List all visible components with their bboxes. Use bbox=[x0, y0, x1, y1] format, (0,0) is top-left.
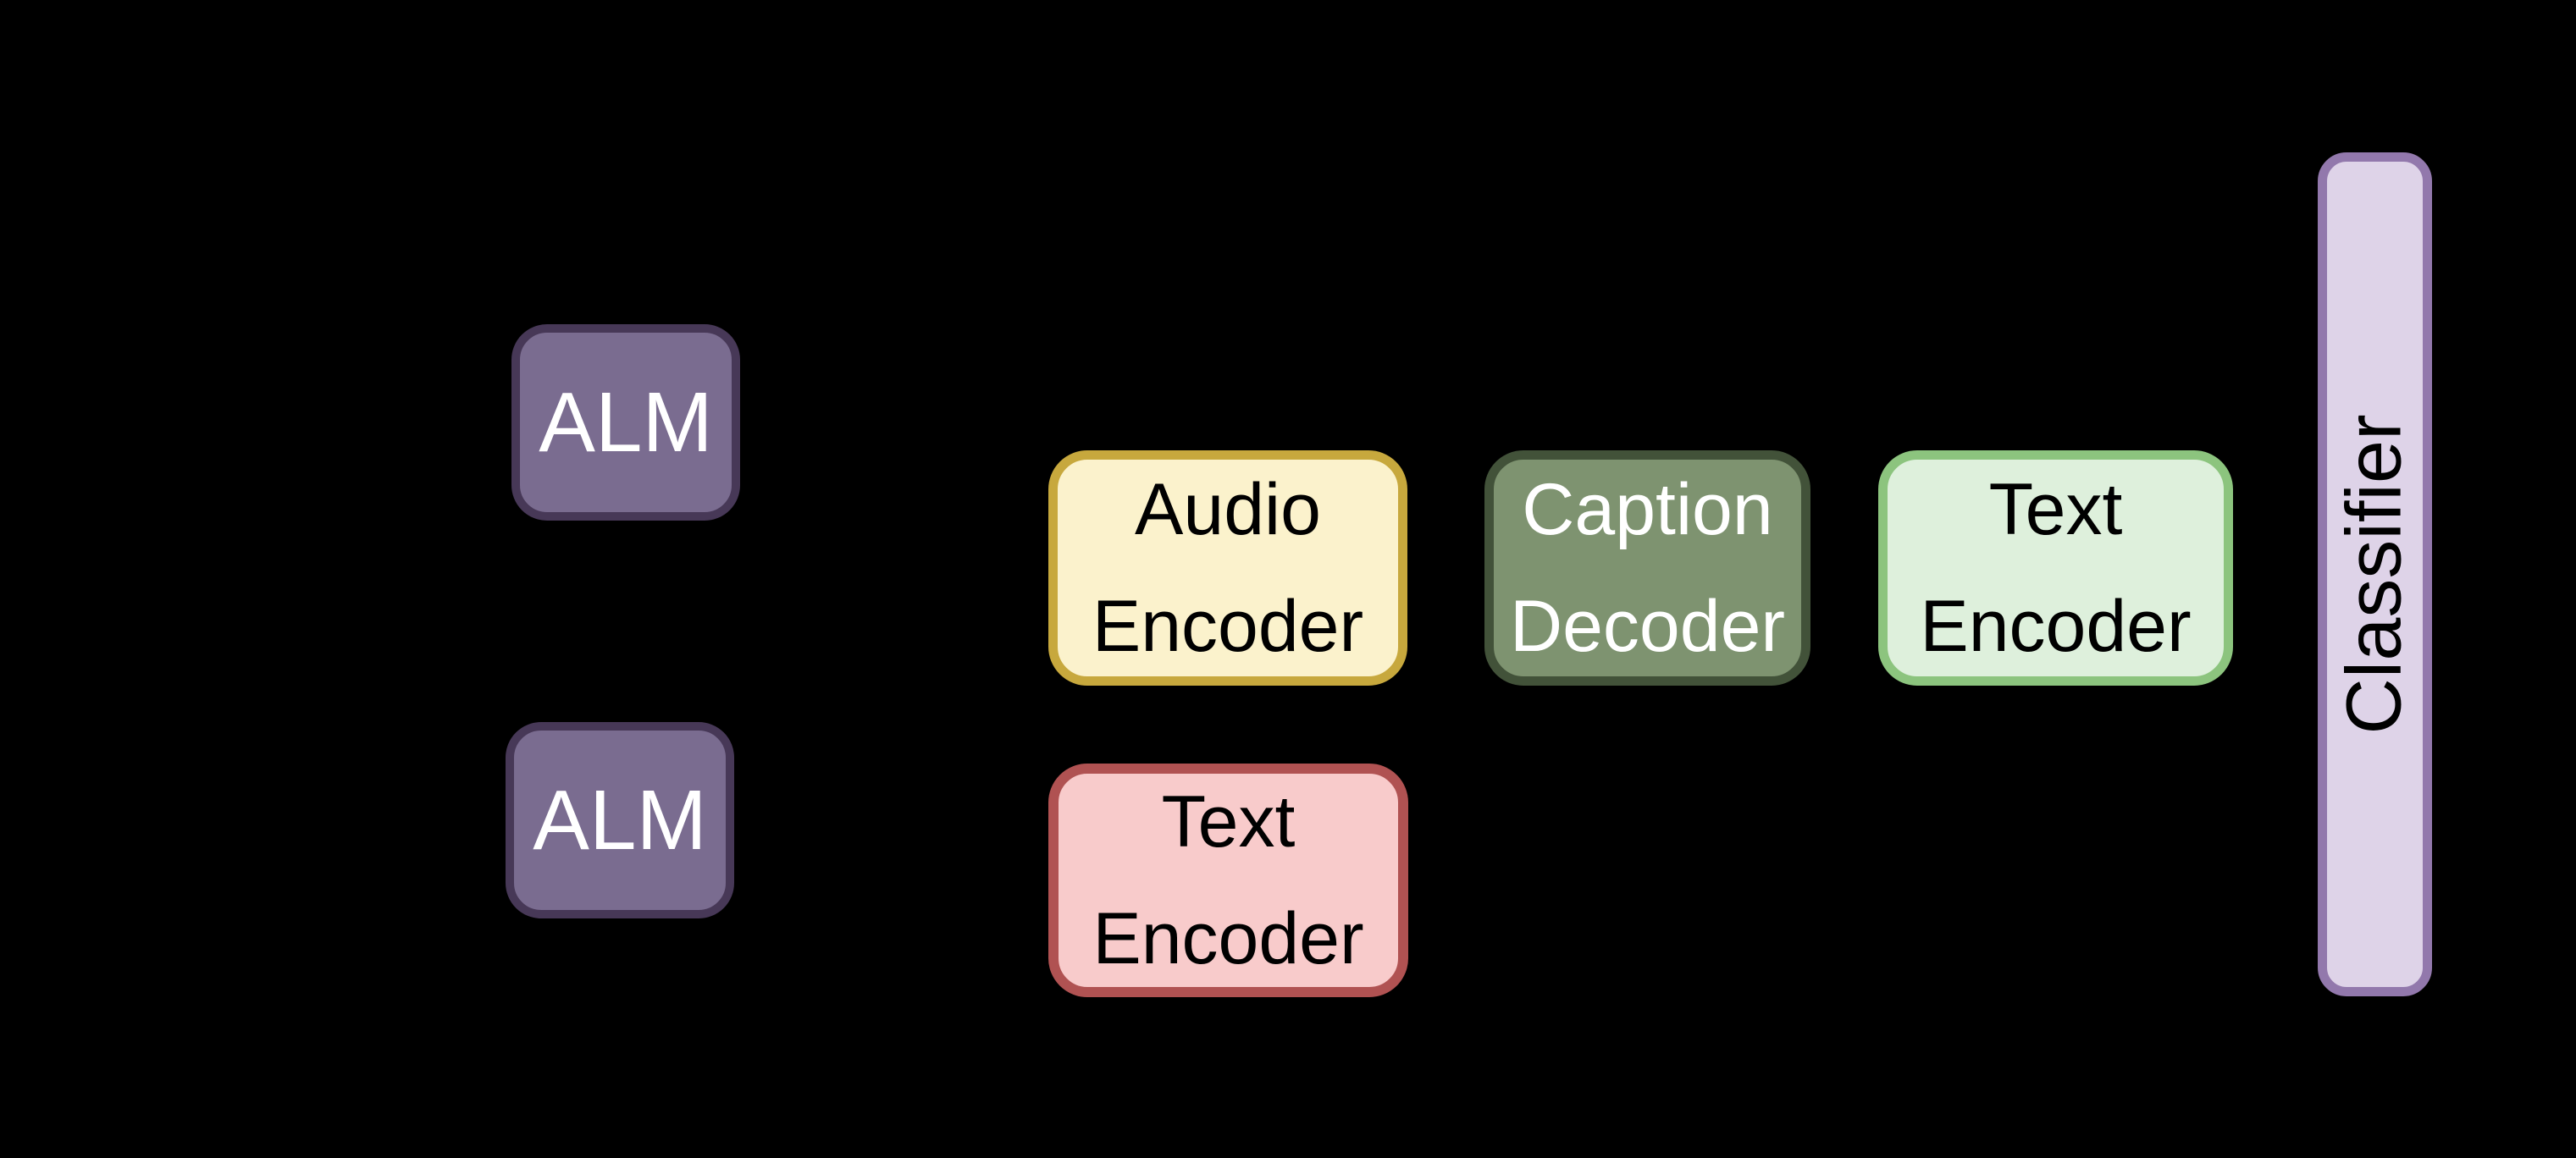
classifier-label: Classifier bbox=[2331, 414, 2418, 735]
text-encoder-green-label-line1: Text bbox=[1988, 469, 2123, 550]
text-encoder-node-red: Text Encoder bbox=[1048, 764, 1408, 997]
text-encoder-node-green: Text Encoder bbox=[1878, 450, 2233, 686]
caption-decoder-label-line1: Caption bbox=[1522, 469, 1773, 550]
alm-node-bottom: ALM bbox=[506, 722, 734, 918]
alm-node-top-label: ALM bbox=[539, 374, 713, 470]
alm-node-bottom-label: ALM bbox=[533, 772, 707, 868]
caption-decoder-label-line2: Decoder bbox=[1509, 586, 1786, 667]
classifier-bar-node: Classifier bbox=[2318, 152, 2432, 996]
audio-encoder-label-line1: Audio bbox=[1135, 469, 1321, 550]
caption-decoder-node: Caption Decoder bbox=[1484, 450, 1810, 686]
alm-node-top: ALM bbox=[511, 324, 740, 521]
text-encoder-red-label-line1: Text bbox=[1161, 781, 1296, 863]
text-encoder-green-label-line2: Encoder bbox=[1920, 586, 2192, 667]
text-encoder-red-label-line2: Encoder bbox=[1092, 898, 1364, 979]
audio-encoder-node: Audio Encoder bbox=[1048, 450, 1407, 686]
audio-encoder-label-line2: Encoder bbox=[1092, 586, 1364, 667]
